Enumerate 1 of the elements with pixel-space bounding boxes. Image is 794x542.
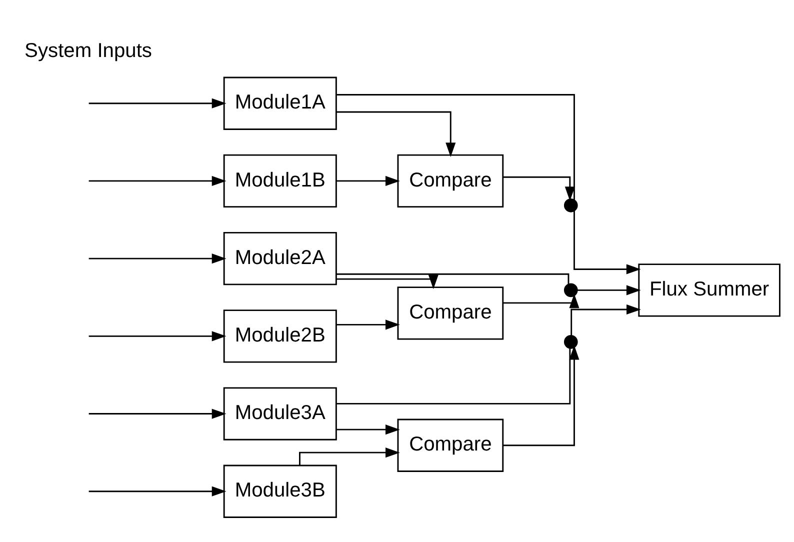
label: System Inputs <box>24 39 152 62</box>
